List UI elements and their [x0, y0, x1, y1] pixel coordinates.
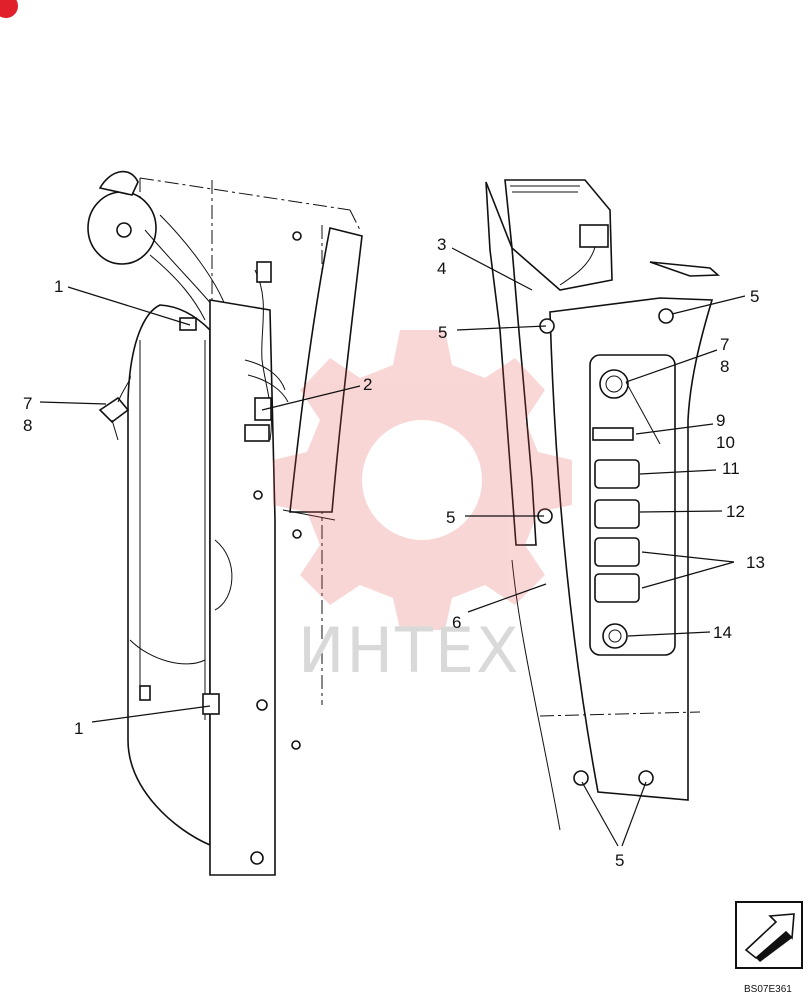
- next-page-arrow-icon[interactable]: [735, 901, 803, 969]
- callout-14: 14: [713, 623, 732, 642]
- watermark: [273, 330, 572, 630]
- callout-11: 11: [722, 459, 740, 478]
- callout-8-right: 8: [720, 357, 729, 376]
- watermark-text: ИНТЕХ: [298, 614, 521, 687]
- callout-1-bottom: 1: [74, 719, 83, 738]
- callout-1-top: 1: [54, 277, 63, 296]
- callout-6: 6: [452, 613, 461, 632]
- callout-7-right: 7: [720, 335, 729, 354]
- callout-5-upper-left: 5: [438, 323, 447, 342]
- callout-8-left: 8: [23, 416, 32, 435]
- leader-lines: [39, 247, 746, 847]
- drawing-code: BS07E361: [744, 984, 792, 995]
- callout-9: 9: [716, 411, 725, 430]
- callout-5-bottom: 5: [615, 851, 624, 870]
- callout-13: 13: [746, 553, 765, 572]
- callout-2: 2: [363, 375, 372, 394]
- callout-5-upper-right: 5: [750, 287, 759, 306]
- callout-5-middle: 5: [446, 508, 455, 527]
- callout-4: 4: [437, 259, 446, 278]
- callout-3: 3: [437, 235, 446, 254]
- callout-10: 10: [716, 433, 735, 452]
- callout-12: 12: [726, 502, 745, 521]
- left-assembly: [87, 170, 363, 876]
- callout-7-left: 7: [23, 394, 32, 413]
- corner-badge: [0, 0, 18, 18]
